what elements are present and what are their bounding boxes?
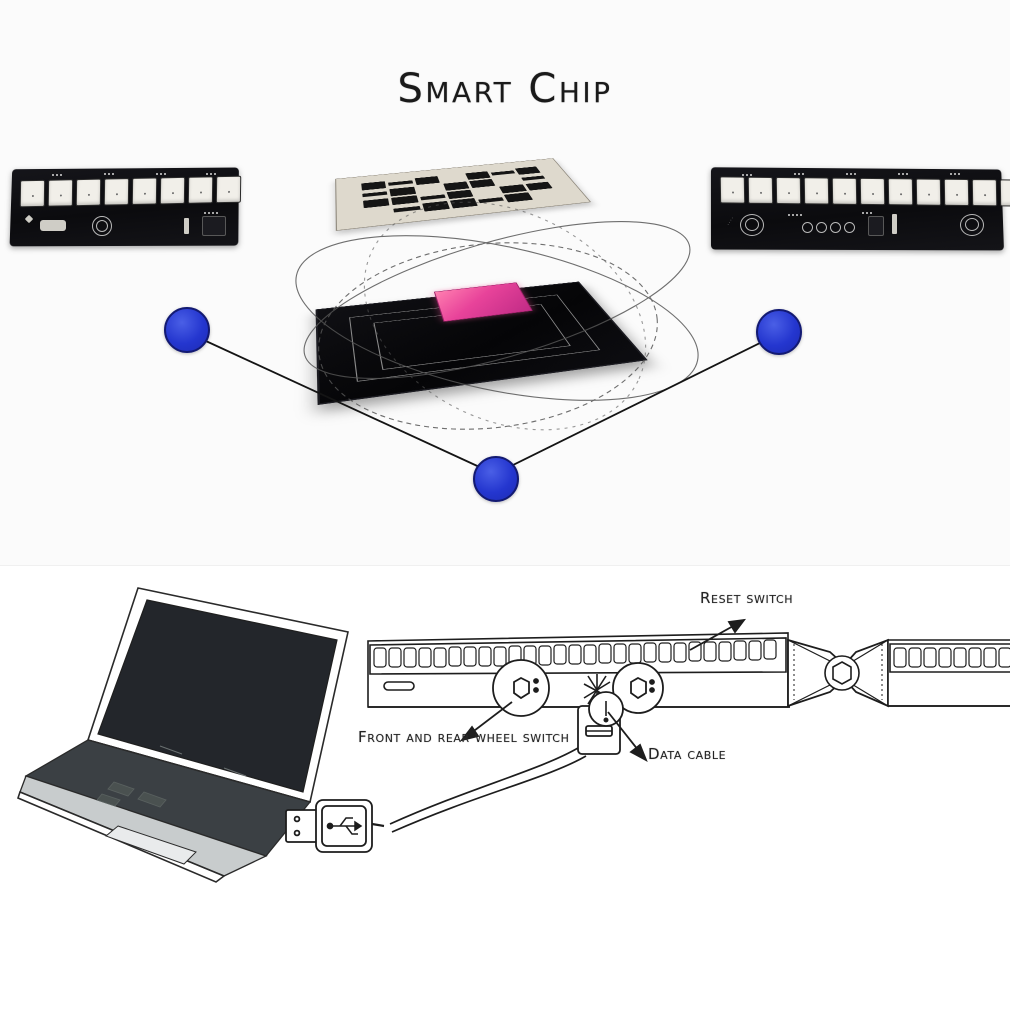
led-package	[944, 179, 969, 206]
solder-pads	[52, 174, 62, 176]
solder-pads	[104, 173, 114, 175]
led-package	[160, 177, 185, 205]
round-marking-inner	[96, 220, 108, 232]
label-data-cable: Data cable	[648, 745, 726, 763]
solder-pads	[206, 173, 216, 175]
led-package	[972, 179, 997, 206]
controller-ic	[202, 216, 226, 236]
led-package	[916, 178, 941, 205]
led-package	[776, 177, 801, 204]
led-package	[888, 178, 913, 205]
via-pad	[802, 222, 813, 233]
via-pad	[844, 222, 855, 233]
via-pad	[816, 222, 827, 233]
led-package	[804, 177, 829, 204]
smd-component	[40, 220, 66, 231]
smd-component	[184, 218, 189, 234]
solder-pads	[204, 212, 218, 214]
via-pad	[830, 222, 841, 233]
led-package	[20, 180, 45, 208]
feature-node-bottom[interactable]	[473, 456, 519, 502]
led-package	[748, 177, 773, 204]
led-package	[720, 176, 745, 203]
led-package	[132, 177, 157, 205]
smart-chip-exploded-view	[300, 140, 720, 430]
led-module-left-led-row	[20, 176, 241, 208]
led-package	[216, 176, 241, 204]
led-package	[860, 178, 885, 205]
led-package	[832, 178, 857, 205]
led-package	[1000, 179, 1010, 206]
solder-pads	[950, 173, 960, 175]
feature-node-right[interactable]	[756, 309, 802, 355]
led-module-left	[10, 168, 238, 246]
chip-lid-markings	[335, 158, 591, 231]
led-package	[188, 176, 213, 204]
led-package	[104, 178, 129, 206]
solder-pads	[862, 212, 872, 214]
chip-substrate	[320, 248, 620, 418]
led-module-right-led-row	[720, 176, 1010, 206]
feature-node-left[interactable]	[164, 307, 210, 353]
solder-pads	[156, 173, 166, 175]
laptop-illustration	[10, 570, 390, 890]
solder-pads	[788, 214, 802, 216]
solder-pads	[794, 173, 804, 175]
round-marking-inner	[745, 218, 759, 231]
smd-component	[892, 214, 897, 234]
solder-pads	[742, 174, 752, 176]
led-package	[76, 179, 101, 207]
solder-pads	[846, 173, 856, 175]
chip-lid	[338, 140, 578, 240]
label-reset-switch: Reset switch	[700, 589, 793, 607]
round-marking-inner	[965, 218, 979, 231]
label-front-rear-wheel-switch: Front and rear wheel switch	[358, 728, 569, 746]
solder-pads	[898, 173, 908, 175]
panel-divider	[0, 565, 1010, 566]
led-module-right: ....	[712, 168, 1004, 250]
controller-ic	[868, 216, 884, 236]
led-package	[48, 179, 73, 207]
page-title: Smart Chip	[0, 66, 1010, 112]
